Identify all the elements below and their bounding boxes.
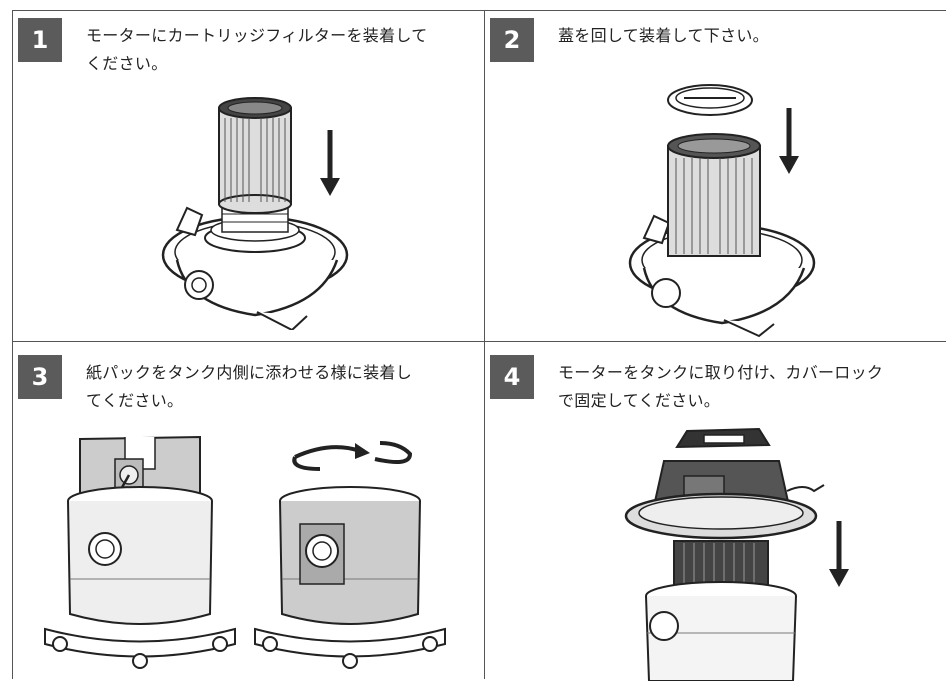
- lid-rotate-illustration: [628, 84, 816, 338]
- step-3-line-2: てください。: [86, 391, 184, 410]
- grid-left-border: [12, 10, 13, 679]
- step-2-instruction: 蓋を回して装着して下さい。: [558, 22, 938, 50]
- grid-middle-border: [12, 341, 946, 342]
- filter-onto-motor-illustration: [161, 97, 349, 330]
- step-1-number: 1: [18, 18, 62, 62]
- step-2-number: 2: [490, 18, 534, 62]
- step-1-instruction: モーターにカートリッジフィルターを装着して ください。: [86, 22, 476, 78]
- step-1-line-2: ください。: [86, 54, 168, 73]
- step-2-panel: 2 蓋を回して装着して下さい。: [484, 10, 946, 341]
- step-4-line-2: で固定してください。: [558, 391, 721, 410]
- motor-onto-tank-illustration: [624, 427, 849, 681]
- tank-with-bag-right: [254, 441, 446, 669]
- step-1-panel: 1 モーターにカートリッジフィルターを装着して ください。: [12, 10, 484, 341]
- step-3-panel: 3 紙パックをタンク内側に添わせる様に装着し てください。: [12, 341, 484, 679]
- step-2-line-1: 蓋を回して装着して下さい。: [558, 26, 769, 45]
- grid-top-border: [12, 10, 946, 11]
- step-3-instruction: 紙パックをタンク内側に添わせる様に装着し てください。: [86, 359, 476, 415]
- grid-center-divider: [484, 10, 485, 679]
- step-4-panel: 4 モーターをタンクに取り付け、カバーロック で固定してください。: [484, 341, 946, 681]
- step-3-number: 3: [18, 355, 62, 399]
- tank-with-bag-left: [44, 435, 236, 669]
- step-4-line-1: モーターをタンクに取り付け、カバーロック: [558, 363, 884, 382]
- step-1-line-1: モーターにカートリッジフィルターを装着して: [86, 26, 428, 45]
- step-4-number: 4: [490, 355, 534, 399]
- step-4-instruction: モーターをタンクに取り付け、カバーロック で固定してください。: [558, 359, 938, 415]
- paper-bag-install-illustration: [44, 435, 446, 669]
- step-3-line-1: 紙パックをタンク内側に添わせる様に装着し: [86, 363, 413, 382]
